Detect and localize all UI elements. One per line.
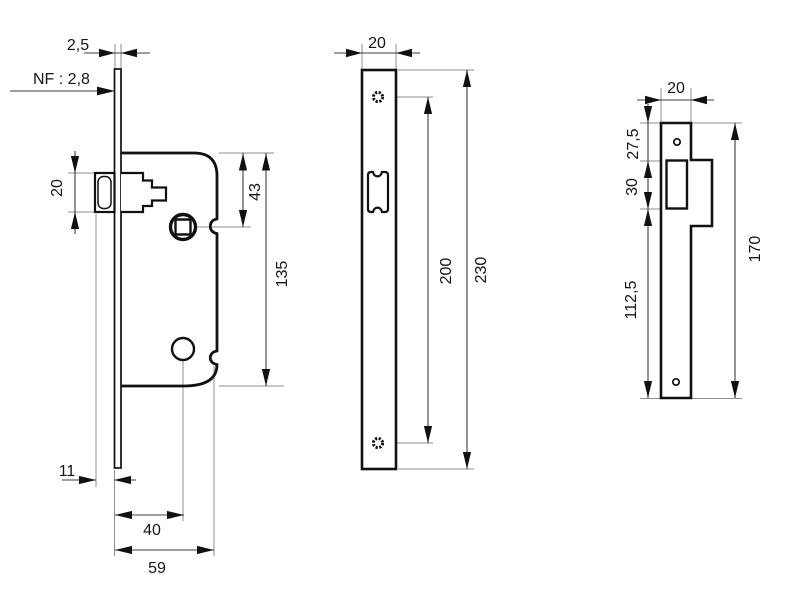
arrowhead	[396, 48, 412, 58]
dim-label-top-to-opening: 27,5	[625, 128, 642, 159]
lock-case-outline	[121, 151, 219, 388]
dim-label-screw-spacing: 200	[438, 258, 455, 285]
dimension-lines	[10, 52, 267, 551]
arrowhead	[261, 369, 271, 386]
arrowhead	[423, 426, 433, 443]
arrowhead	[462, 452, 472, 469]
latch-opening	[366, 170, 390, 214]
spindle-follower-hole	[168, 212, 198, 242]
faceplate-edge-profile	[113, 68, 122, 469]
dim-label-latch-projection: 11	[59, 463, 76, 480]
arrowhead	[643, 209, 653, 226]
dim-label-case-depth: 59	[148, 560, 166, 577]
arrowhead	[730, 123, 740, 140]
arrowheads	[70, 48, 271, 555]
arrowhead	[643, 106, 653, 123]
arrowhead	[115, 510, 132, 520]
faceplate-outline	[360, 68, 398, 471]
latch-bolt-head-bevel	[97, 175, 112, 210]
spindle-square-hole	[174, 218, 192, 236]
extension-lines	[640, 88, 742, 399]
arrowhead	[691, 95, 707, 105]
arrowhead	[99, 48, 115, 58]
screw-hole-top	[672, 137, 682, 147]
dim-label-follower-offset: 43	[247, 183, 264, 201]
nf-marking-label: NF : 2,8	[33, 71, 90, 88]
arrowhead	[97, 86, 115, 96]
arrowhead	[167, 510, 184, 520]
arrowhead	[643, 192, 653, 209]
strike-opening	[665, 159, 689, 210]
extension-lines	[68, 44, 284, 556]
arrowhead	[346, 48, 362, 58]
key-cylinder-hole	[170, 336, 196, 362]
screw-hole-bottom	[671, 377, 681, 387]
latch-bolt-tail	[121, 171, 168, 214]
arrowhead	[70, 212, 80, 229]
arrowhead	[730, 381, 740, 398]
arrowhead	[79, 475, 96, 485]
arrowhead	[238, 210, 248, 227]
dim-label-faceplate-thickness: 2,5	[67, 37, 89, 54]
arrowhead	[115, 545, 132, 555]
screw-hole-bottom	[371, 436, 385, 450]
arrowhead	[70, 156, 80, 173]
dim-label-opening-to-bottom: 112,5	[623, 280, 640, 319]
arrowhead	[238, 153, 248, 171]
arrowheads	[346, 48, 472, 469]
dim-label-latch-height: 20	[49, 179, 66, 197]
arrowhead	[645, 95, 661, 105]
latch-bolt-head	[93, 171, 116, 214]
arrowheads	[643, 95, 740, 398]
arrowhead	[114, 475, 131, 485]
strike-plate-view: 20 27,5 30 112,5 170	[623, 80, 764, 400]
dim-label-faceplate-length: 230	[473, 257, 490, 284]
dim-label-faceplate-width: 20	[368, 35, 386, 52]
screw-hole-top	[371, 90, 385, 104]
dim-label-opening-height: 30	[624, 178, 641, 196]
arrowhead	[423, 97, 433, 114]
arrowhead	[643, 381, 653, 398]
dim-label-backset: 40	[143, 522, 161, 539]
dim-label-strike-length: 170	[747, 236, 764, 263]
lock-body-view: 2,5 NF : 2,8 20 43 135 11 40 59	[10, 37, 291, 577]
arrowhead	[643, 161, 653, 178]
arrowhead	[197, 545, 214, 555]
faceplate-view: 20 200 230	[334, 35, 490, 471]
arrowhead	[121, 48, 137, 58]
strike-plate-outline	[659, 121, 714, 400]
arrowhead	[261, 153, 271, 171]
arrowhead	[462, 70, 472, 87]
dim-label-strike-width: 20	[667, 80, 685, 97]
dim-label-case-height: 135	[274, 261, 291, 288]
